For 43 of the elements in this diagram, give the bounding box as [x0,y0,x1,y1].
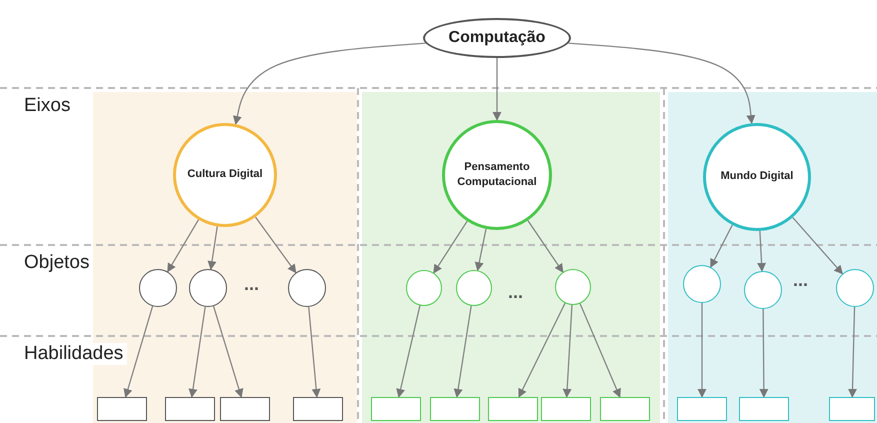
arrow [757,230,766,272]
arrow [848,306,857,398]
skill-box [293,397,343,421]
arrow [232,42,426,125]
node-label: Computação [448,28,546,48]
arrow [454,306,472,398]
arrow [759,309,768,398]
arrow [212,306,244,398]
arrow [308,306,321,398]
axis-label: Mundo Digital [720,169,794,184]
arrow [396,305,421,398]
arrow [698,303,706,398]
arrow [188,306,206,398]
ellipsis-text: ... [793,270,808,291]
skill-box [600,397,650,421]
arrow [792,217,844,274]
ellipsis-text: ... [244,274,260,295]
arrow [492,58,502,121]
arrow [167,219,199,272]
arrow [527,220,564,273]
skill-box [739,397,789,421]
arrow [124,306,154,398]
arrow [568,42,756,124]
skill-box [829,397,875,421]
skill-box [430,397,480,421]
skill-box [220,397,270,421]
arrow [255,216,296,274]
arrow [710,224,733,268]
arrow [580,303,621,398]
skill-box [165,397,215,421]
axis-label: Pensamento Computacional [456,160,538,190]
skill-box [541,397,591,421]
skill-box [97,397,147,421]
skill-box [488,397,538,421]
ellipsis-text: ... [508,282,524,303]
skill-box [371,397,421,421]
arrow [474,228,487,272]
axis-label: Cultura Digital [186,167,264,182]
arrow [518,302,566,398]
skill-box [677,397,727,421]
arrow [562,304,573,398]
arrow [433,220,468,274]
arrow [208,226,218,270]
